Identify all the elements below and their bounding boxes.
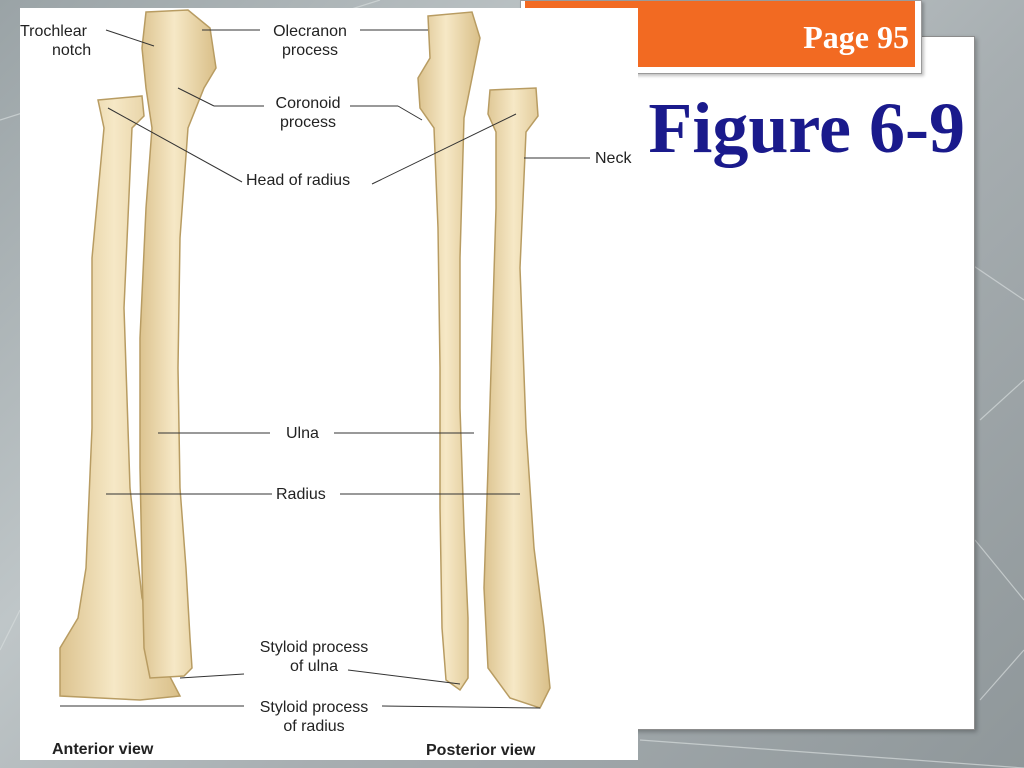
leader-trochlear-notch (105, 29, 155, 47)
label-radius: Radius (276, 486, 326, 503)
label-trochlear-notch-line2: notch (52, 42, 92, 59)
bones-illustration (59, 9, 590, 709)
label-olecranon-process: Olecranon process (264, 22, 356, 60)
page-label: Page 95 (803, 19, 909, 55)
label-ulna: Ulna (286, 425, 319, 442)
label-coronoid-line2: process (279, 114, 337, 131)
label-trochlear-notch-line1: Trochlear (20, 23, 87, 40)
label-styloid-radius-line2: of radius (283, 718, 345, 735)
anterior-radius (59, 95, 182, 701)
figure-title: Figure 6-9 (648, 88, 965, 168)
label-styloid-process-ulna: Styloid process of ulna (246, 638, 382, 676)
posterior-ulna (417, 11, 481, 692)
label-styloid-process-radius: Styloid process of radius (246, 698, 382, 736)
label-styloid-ulna-line2: of ulna (289, 658, 339, 675)
label-coronoid-line1: Coronoid (275, 95, 341, 112)
forearm-diagram: Trochlear notch Olecranon process Corono… (20, 8, 638, 760)
label-olecranon-line2: process (281, 42, 339, 59)
label-coronoid-process: Coronoid process (264, 94, 352, 132)
label-anterior-view: Anterior view (52, 741, 154, 758)
posterior-radius (483, 87, 551, 709)
label-styloid-radius-line1: Styloid process (259, 699, 369, 716)
label-trochlear-notch: Trochlear notch (20, 22, 91, 60)
label-posterior-view: Posterior view (426, 742, 536, 759)
label-styloid-ulna-line1: Styloid process (259, 639, 369, 656)
anterior-ulna (139, 9, 217, 679)
label-olecranon-line1: Olecranon (273, 23, 347, 40)
label-neck: Neck (595, 150, 632, 167)
label-head-of-radius: Head of radius (246, 172, 351, 189)
